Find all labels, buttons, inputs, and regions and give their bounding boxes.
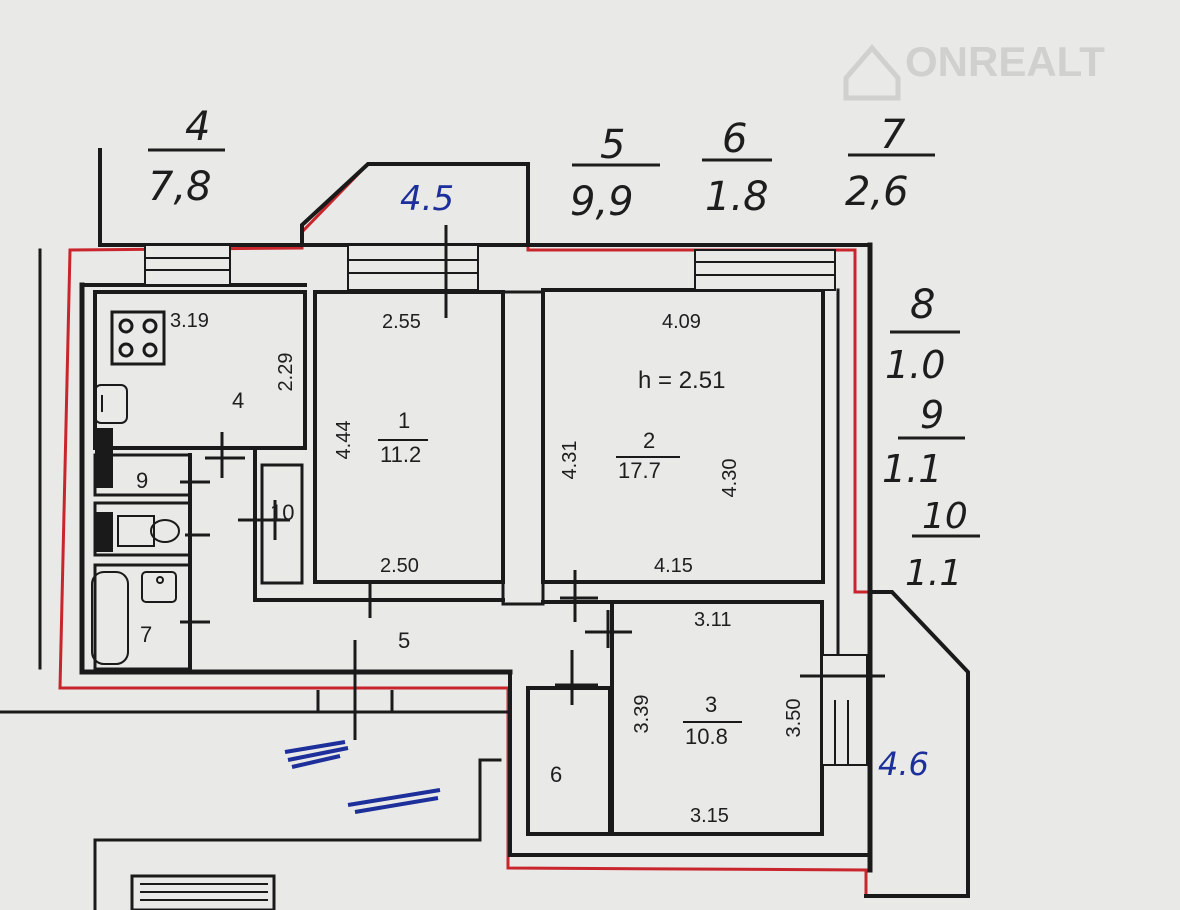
room-6-number: 6 bbox=[550, 762, 562, 787]
room-2-area: 17.7 bbox=[618, 458, 661, 483]
legend-9-num: 9 bbox=[920, 393, 944, 437]
room-4-number: 4 bbox=[232, 388, 244, 413]
legend-6-num: 6 bbox=[722, 116, 747, 162]
dim-room1-top: 2.55 bbox=[382, 311, 421, 333]
dim-kitchen-side: 2.29 bbox=[275, 353, 297, 392]
legend-10-area: 1.1 bbox=[905, 553, 962, 594]
room-1-number: 1 bbox=[398, 408, 410, 433]
legend-8-num: 8 bbox=[910, 282, 935, 328]
stove-icon bbox=[110, 310, 166, 366]
room-5-number: 5 bbox=[398, 628, 410, 653]
dim-kitchen-top: 3.19 bbox=[170, 310, 209, 332]
legend-7: 7 2,6 bbox=[845, 112, 935, 215]
neighbour-grid bbox=[130, 874, 276, 910]
window-room3 bbox=[821, 654, 868, 766]
dim-room2-left: 4.31 bbox=[559, 441, 581, 480]
balcony-top-area: 4.5 bbox=[400, 179, 454, 219]
legend-4: 4 7,8 bbox=[148, 104, 225, 210]
doors bbox=[180, 225, 885, 740]
room-9-number: 9 bbox=[136, 468, 148, 493]
window-room1 bbox=[347, 244, 479, 291]
room-2-number: 2 bbox=[643, 428, 655, 453]
dim-room2-right: 4.30 bbox=[719, 459, 741, 498]
legend-4-area: 7,8 bbox=[148, 164, 212, 210]
dim-room2-bottom: 4.15 bbox=[654, 555, 693, 577]
room-3-area: 10.8 bbox=[685, 724, 728, 749]
legend-8: 8 1.0 bbox=[885, 282, 960, 387]
window-kitchen bbox=[144, 244, 231, 286]
handwritten-notes: 4.5 4.6 4 7,8 5 9,9 6 1.8 7 2,6 8 1.0 9 bbox=[148, 104, 980, 783]
legend-10: 10 1.1 bbox=[905, 496, 980, 594]
balcony-right-area: 4.6 bbox=[878, 745, 929, 783]
dim-room3-right: 3.50 bbox=[783, 699, 805, 738]
dim-room1-side: 4.44 bbox=[333, 421, 355, 460]
legend-5-area: 9,9 bbox=[570, 179, 634, 225]
bathtub-icon bbox=[91, 571, 177, 665]
printed-labels: 3.19 2.29 4 2.55 4.44 1 11.2 2.50 4.09 h… bbox=[136, 310, 805, 827]
legend-5-num: 5 bbox=[600, 122, 625, 168]
dim-room3-top: 3.11 bbox=[694, 609, 731, 631]
legend-10-num: 10 bbox=[922, 496, 968, 537]
legend-8-area: 1.0 bbox=[885, 343, 945, 387]
legend-5: 5 9,9 bbox=[570, 122, 660, 225]
windows bbox=[144, 244, 868, 766]
legend-6: 6 1.8 bbox=[702, 116, 772, 220]
walls bbox=[0, 148, 970, 910]
legend-4-num: 4 bbox=[185, 104, 210, 150]
window-room2 bbox=[694, 249, 836, 291]
watermark: ONREALT bbox=[843, 38, 1105, 101]
dim-room3-left: 3.39 bbox=[631, 695, 653, 734]
room-3-number: 3 bbox=[705, 692, 717, 717]
legend-9-area: 1.1 bbox=[882, 447, 942, 491]
dim-room3-bottom: 3.15 bbox=[690, 805, 729, 827]
watermark-text: ONREALT bbox=[905, 38, 1105, 85]
toilet-icon bbox=[117, 515, 180, 547]
watermark-house-icon bbox=[843, 44, 901, 101]
room-7-number: 7 bbox=[140, 622, 152, 647]
ceiling-height: h = 2.51 bbox=[638, 367, 725, 394]
blue-scribble bbox=[284, 740, 441, 814]
radiator-icon bbox=[95, 428, 113, 552]
legend-7-area: 2,6 bbox=[845, 169, 909, 215]
sink-icon bbox=[94, 384, 128, 424]
dim-room1-bottom: 2.50 bbox=[380, 555, 419, 577]
legend-6-area: 1.8 bbox=[705, 174, 769, 220]
legend-7-num: 7 bbox=[880, 112, 906, 158]
room-1-area: 11.2 bbox=[380, 442, 421, 467]
legend-9: 9 1.1 bbox=[882, 393, 965, 491]
dim-room2-top: 4.09 bbox=[662, 311, 701, 333]
room-10-number: 10 bbox=[270, 500, 294, 525]
